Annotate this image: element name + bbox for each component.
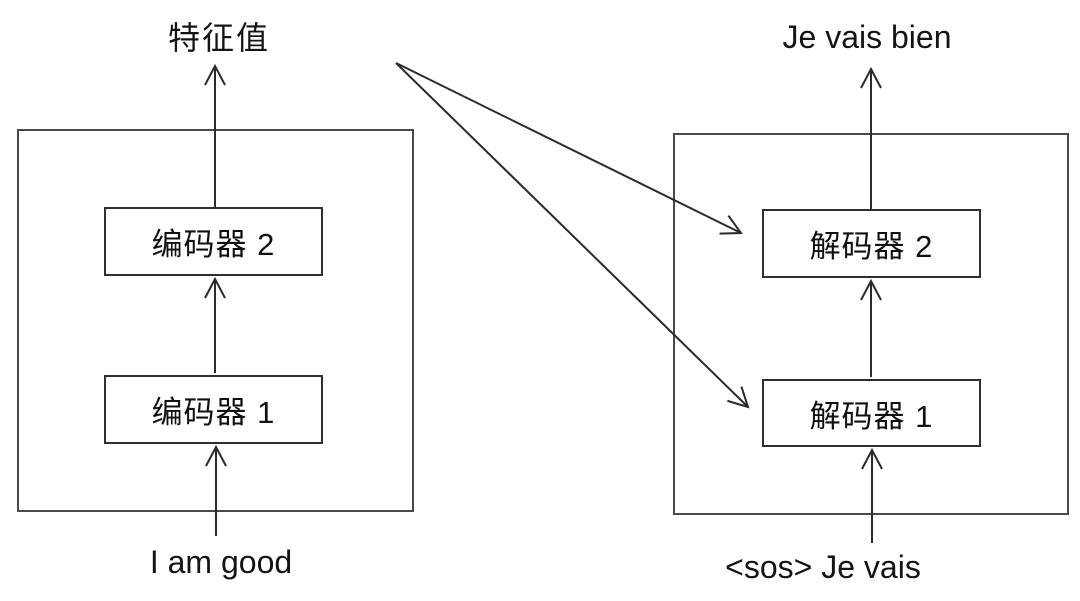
encoder-1-label: 编码器 1 bbox=[151, 395, 276, 430]
decoder-output-label: Je vais bien bbox=[782, 19, 952, 55]
encoder-input-label: I am good bbox=[149, 544, 293, 580]
encoder-group-frame bbox=[17, 129, 414, 512]
encoder-2-block: 编码器 2 bbox=[104, 207, 323, 276]
decoder-2-label: 解码器 2 bbox=[809, 229, 934, 264]
decoder-2-block: 解码器 2 bbox=[762, 209, 981, 278]
encoder-output-label: 特征值 bbox=[167, 20, 271, 56]
decoder-input-label: <sos> Je vais bbox=[725, 549, 921, 585]
encoder-2-label: 编码器 2 bbox=[151, 227, 276, 262]
decoder-1-label: 解码器 1 bbox=[809, 398, 934, 434]
encoder-1-block: 编码器 1 bbox=[104, 375, 323, 444]
decoder-group-frame bbox=[673, 133, 1069, 515]
decoder-1-block: 解码器 1 bbox=[762, 379, 981, 447]
